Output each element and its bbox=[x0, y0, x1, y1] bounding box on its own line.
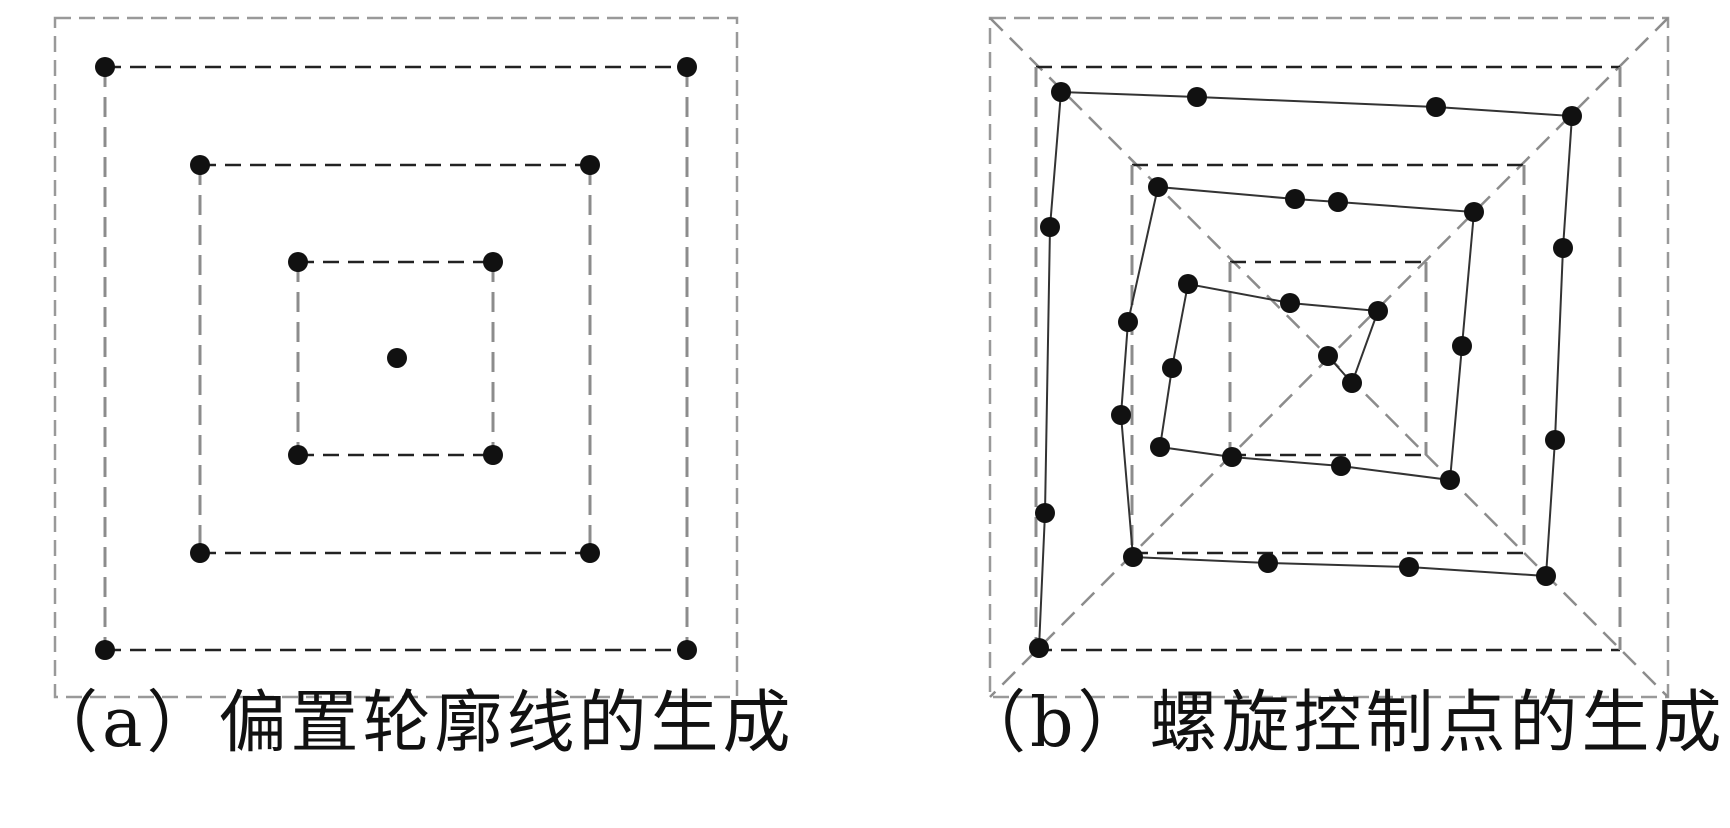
spiral-control-point-22 bbox=[1331, 456, 1351, 476]
corner-point-3-tr bbox=[483, 252, 503, 272]
spiral-control-point-4 bbox=[1051, 82, 1071, 102]
spiral-control-point-2 bbox=[1035, 503, 1055, 523]
spiral-control-point-16 bbox=[1148, 177, 1168, 197]
offset-contour-1-vertical bbox=[103, 67, 689, 650]
spiral-control-point-28 bbox=[1368, 301, 1388, 321]
offset-contour-b-2-vertical bbox=[1130, 165, 1526, 553]
spiral-path bbox=[1038, 90, 1574, 649]
spiral-control-point-14 bbox=[1111, 405, 1131, 425]
spiral-control-point-29 bbox=[1342, 373, 1362, 393]
spiral-control-point-18 bbox=[1328, 192, 1348, 212]
corner-point-2-br bbox=[580, 543, 600, 563]
offset-contour-b-3-vertical bbox=[1228, 262, 1428, 455]
corner-point-1-br bbox=[677, 640, 697, 660]
caption-spiral-control-points: （b）螺旋控制点的生成 bbox=[958, 684, 1726, 763]
offset-contour-2-vertical bbox=[198, 165, 592, 553]
panel-spiral-control-points bbox=[988, 16, 1670, 699]
spiral-control-point-10 bbox=[1536, 566, 1556, 586]
spiral-control-point-17 bbox=[1285, 189, 1305, 209]
offset-contour-b-2-horizontal bbox=[1132, 163, 1524, 555]
spiral-control-point-7 bbox=[1562, 106, 1582, 126]
offset-contour-1-horizontal bbox=[105, 65, 687, 652]
corner-point-3-br bbox=[483, 445, 503, 465]
spiral-control-point-24 bbox=[1150, 437, 1170, 457]
offset-contour-3-vertical bbox=[296, 262, 495, 455]
spiral-control-point-13 bbox=[1123, 547, 1143, 567]
corner-point-2-bl bbox=[190, 543, 210, 563]
spiral-control-point-6 bbox=[1426, 97, 1446, 117]
spiral-control-point-5 bbox=[1187, 87, 1207, 107]
offset-contour-b-1-horizontal bbox=[1036, 65, 1620, 652]
offset-contour-3-horizontal bbox=[298, 260, 493, 457]
corner-point-2-tr bbox=[580, 155, 600, 175]
caption-offset-contours: （a）偏置轮廓线的生成 bbox=[30, 684, 795, 763]
offset-contour-2-horizontal bbox=[200, 163, 590, 555]
spiral-control-point-23 bbox=[1222, 447, 1242, 467]
spiral-control-point-25 bbox=[1162, 358, 1182, 378]
spiral-control-point-9 bbox=[1545, 430, 1565, 450]
spiral-control-point-20 bbox=[1452, 336, 1472, 356]
spiral-control-point-21 bbox=[1440, 470, 1460, 490]
corner-point-1-bl bbox=[95, 640, 115, 660]
spiral-control-point-1 bbox=[1029, 638, 1049, 658]
center-point bbox=[387, 348, 407, 368]
spiral-control-point-19 bbox=[1464, 202, 1484, 222]
corner-point-2-tl bbox=[190, 155, 210, 175]
corner-point-3-tl bbox=[288, 252, 308, 272]
spiral-control-point-11 bbox=[1399, 557, 1419, 577]
corner-point-1-tr bbox=[677, 57, 697, 77]
spiral-control-point-26 bbox=[1178, 274, 1198, 294]
panel-offset-contours bbox=[53, 16, 739, 699]
offset-contour-b-1-vertical bbox=[1034, 67, 1622, 650]
corner-point-3-bl bbox=[288, 445, 308, 465]
spiral-control-point-12 bbox=[1258, 553, 1278, 573]
outer-boundary bbox=[53, 16, 739, 699]
corner-point-1-tl bbox=[95, 57, 115, 77]
spiral-control-point-8 bbox=[1553, 238, 1573, 258]
spiral-control-point-27 bbox=[1280, 293, 1300, 313]
offset-contour-b-3-horizontal bbox=[1230, 260, 1426, 457]
spiral-control-point-30 bbox=[1318, 346, 1338, 366]
spiral-control-point-15 bbox=[1118, 312, 1138, 332]
spiral-control-point-3 bbox=[1040, 217, 1060, 237]
